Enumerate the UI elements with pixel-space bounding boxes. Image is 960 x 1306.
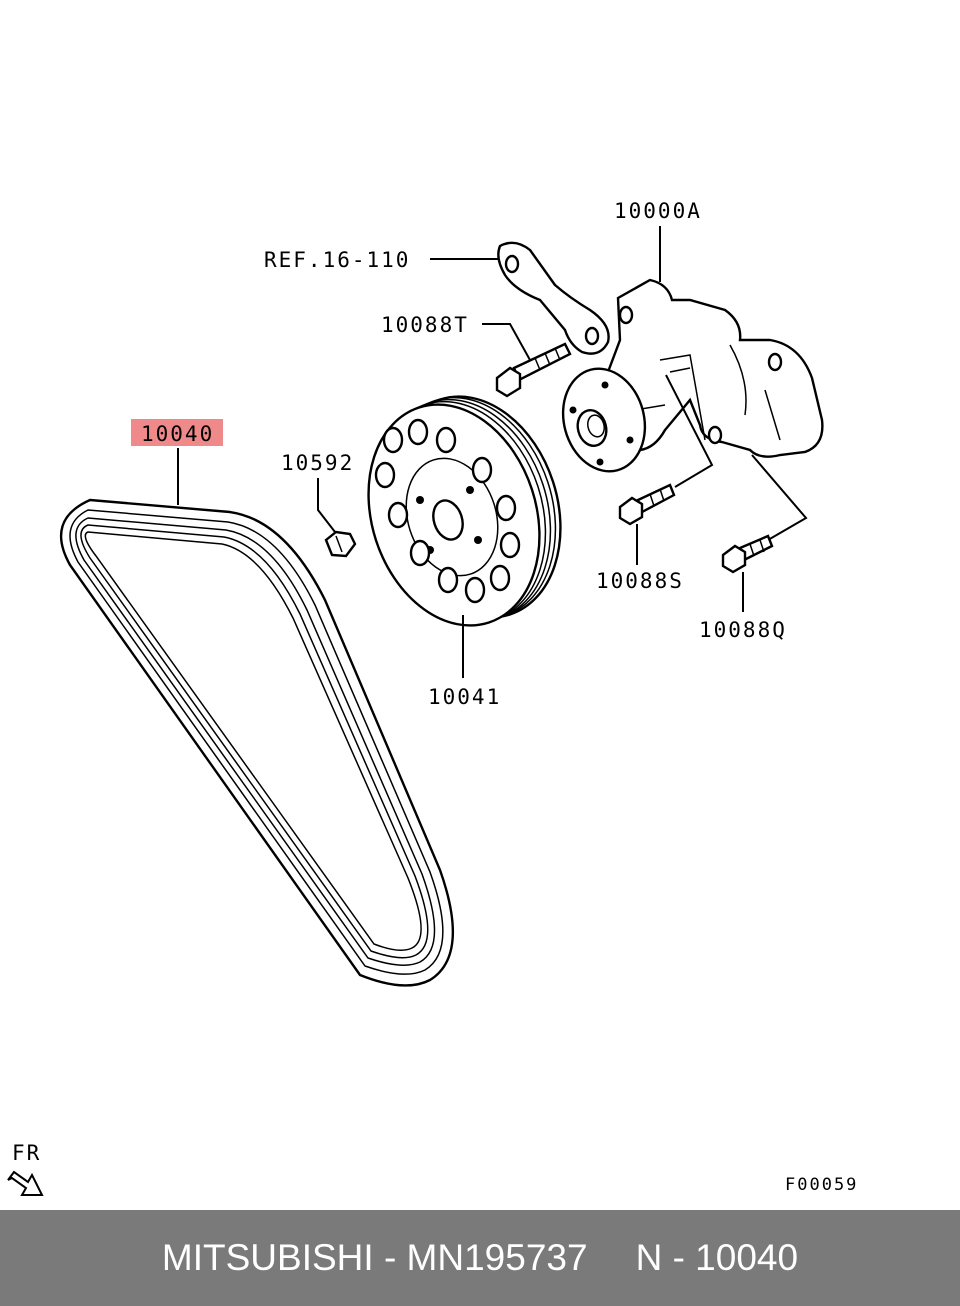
callout-10041[interactable]: 10041: [428, 685, 501, 709]
screw-10592: [324, 530, 357, 558]
direction-label: FR: [12, 1141, 41, 1165]
front-arrow-icon: [7, 1170, 44, 1196]
bolt-10088S: [618, 483, 676, 526]
drive-belt: [60, 498, 455, 987]
water-pump-10000A: [561, 278, 824, 473]
footer-ref-number: N - 10040: [635, 1237, 799, 1278]
callout-10088Q[interactable]: 10088Q: [699, 618, 787, 642]
bolt-10088T: [495, 342, 572, 398]
callout-10088S[interactable]: 10088S: [596, 569, 684, 593]
callout-10040[interactable]: 10040: [141, 422, 214, 446]
callout-ref-16-110[interactable]: REF.16-110: [264, 248, 410, 272]
bolt-10088Q: [721, 534, 774, 574]
parts-diagram: 10040 10592: [7, 199, 858, 1196]
callout-highlight: [131, 419, 223, 446]
pulley-10041: [367, 395, 562, 627]
callout-10592[interactable]: 10592: [281, 451, 354, 475]
bracket-ref-16-110: [497, 241, 610, 355]
footer-brand-part: MITSUBISHI - MN195737: [161, 1237, 588, 1278]
figure-code: F00059: [785, 1175, 858, 1195]
footer-bar: MITSUBISHI - MN195737 N - 10040: [0, 1210, 960, 1306]
callout-10000A[interactable]: 10000A: [614, 199, 702, 223]
callout-10088T[interactable]: 10088T: [381, 313, 469, 337]
